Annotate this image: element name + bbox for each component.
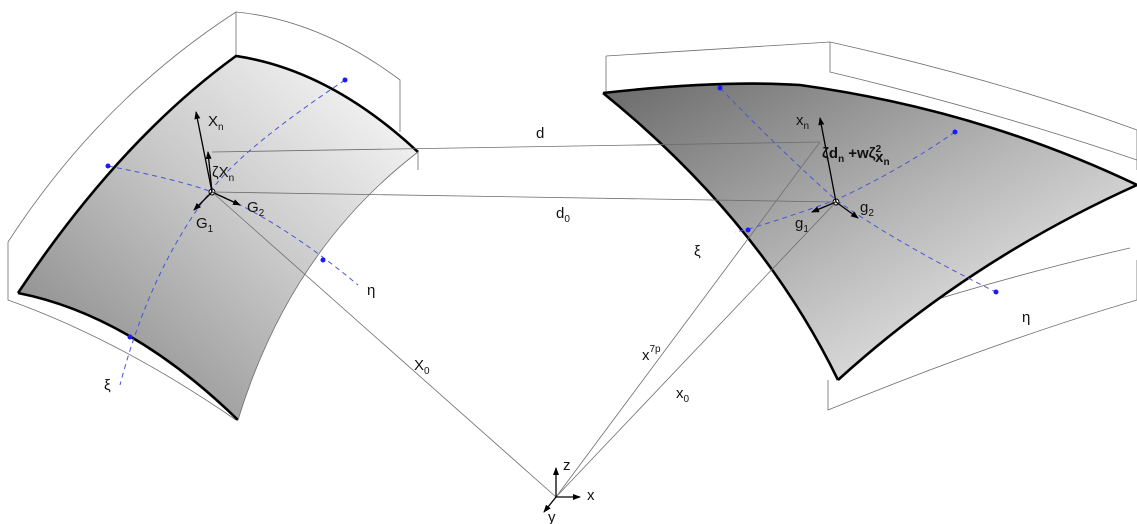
label-X0: X0 <box>414 357 430 377</box>
connecting-vectors: d d0 X0 x7p x0 <box>211 125 837 498</box>
label-formula: ζdn+wζ2xn <box>822 144 890 168</box>
right-g1-arrow <box>811 201 837 213</box>
right-shell-edge-bottom <box>837 183 1137 381</box>
left-shell-surface <box>18 56 418 420</box>
left-point-4 <box>127 334 133 340</box>
label-x7p: x7p <box>642 344 661 364</box>
label-G2: G2 <box>247 199 265 219</box>
right-frame-outline <box>605 41 1137 170</box>
d0-line <box>211 191 837 203</box>
label-eta-left: η <box>367 282 375 299</box>
current-shell: xn ζdn+wζ2xn g1 g2 ξ η <box>602 41 1137 411</box>
right-shell-edge-left <box>602 91 840 381</box>
label-xi-right: ξ <box>694 243 701 260</box>
label-axis-x: x <box>587 487 595 504</box>
label-eta-right: η <box>1022 309 1030 326</box>
right-point-4 <box>993 289 999 295</box>
label-g1: g1 <box>795 215 809 235</box>
right-g2-arrow <box>835 201 859 219</box>
right-point-1 <box>717 85 723 91</box>
label-x-n-right: xn <box>796 112 809 132</box>
right-point-3 <box>745 227 751 233</box>
left-G1-arrow <box>193 191 213 211</box>
label-xi-left: ξ <box>104 377 111 394</box>
x0-line <box>555 201 837 498</box>
left-point-2 <box>105 163 111 169</box>
left-zeta-arrow <box>205 151 213 193</box>
label-g2: g2 <box>860 199 874 219</box>
left-G2-arrow <box>211 191 241 206</box>
d-line <box>211 141 821 153</box>
left-point-3 <box>320 257 326 263</box>
X0-line <box>211 191 557 498</box>
left-xi-line <box>119 79 346 386</box>
reference-shell: Xn ζXn G1 G2 η ξ <box>7 11 419 421</box>
label-d: d <box>536 125 544 142</box>
right-shell-surface <box>603 83 1137 380</box>
label-zeta-X-n: ζXn <box>212 164 234 184</box>
right-normal-arrow <box>818 117 837 203</box>
left-point-1 <box>342 77 348 83</box>
left-shell-edge-right <box>237 151 419 421</box>
y-axis-arrow <box>543 496 557 513</box>
label-G1: G1 <box>196 215 214 235</box>
left-normal-arrow <box>194 111 213 193</box>
label-d0: d0 <box>556 205 570 225</box>
label-axis-y: y <box>548 509 556 524</box>
label-axis-z: z <box>563 457 571 474</box>
left-shell-edge-top <box>16 54 419 294</box>
right-shell-edge-top <box>602 82 1137 187</box>
right-point-2 <box>952 129 958 135</box>
label-X-n-left: Xn <box>208 113 224 133</box>
x7p-line <box>555 141 821 498</box>
label-x0: x0 <box>676 385 690 405</box>
coordinate-triad: z x y <box>543 457 595 524</box>
